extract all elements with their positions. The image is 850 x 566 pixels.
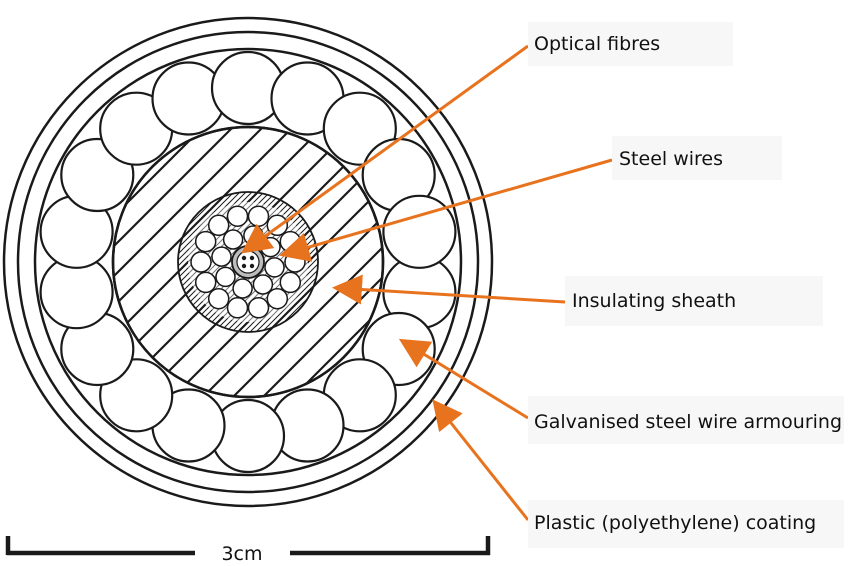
callout-optical-fibres: Optical fibres [528, 22, 733, 66]
callout-armouring: Galvanised steel wire armouring [528, 396, 844, 444]
callout-steel-wires: Steel wires [612, 136, 782, 180]
steel-wire [266, 287, 289, 310]
steel-wire [194, 271, 217, 294]
plastic-coating [2, 16, 494, 508]
arrow-armouring [398, 338, 529, 420]
arrow-coating [432, 399, 530, 521]
steel-wire [207, 214, 230, 237]
steel-wire [252, 274, 274, 295]
optical-fibre [241, 255, 247, 261]
steel-wire [279, 230, 302, 253]
steel-wire [211, 246, 232, 267]
steel-wire [260, 236, 281, 258]
callout-insulating-sheath: Insulating sheath [565, 276, 823, 326]
label-optical-fibres: Optical fibres [534, 33, 660, 55]
optical-fibre [249, 263, 255, 269]
callout-coating: Plastic (polyethylene) coating [528, 500, 844, 548]
steel-wire [247, 297, 270, 319]
steel-wires [190, 205, 306, 319]
label-insulating-sheath: Insulating sheath [572, 290, 736, 312]
galvanised-steel-wire-armouring [39, 50, 457, 474]
steel-wire [226, 205, 249, 227]
steel-wire [222, 229, 244, 250]
steel-wire [247, 205, 270, 227]
scale-bar: 3cm [5, 536, 491, 565]
steel-wire [232, 278, 253, 299]
callout-arrows [241, 44, 613, 521]
armouring-wire [382, 194, 457, 269]
optical-fibre-tube [231, 245, 265, 279]
arrow-steel-wires [279, 158, 613, 262]
steel-wire [215, 266, 236, 288]
label-galvanised-steel-wire-armouring: Galvanised steel wire armouring [534, 411, 842, 433]
steel-wire [264, 257, 285, 278]
steel-wire [226, 297, 249, 319]
steel-wire [190, 251, 212, 273]
arrow-insulating-sheath [332, 274, 566, 305]
label-plastic-coating: Plastic (polyethylene) coating [534, 512, 816, 534]
scale-bar-label: 3cm [221, 543, 262, 565]
steel-wire [207, 287, 230, 310]
steel-wire [243, 225, 264, 246]
steel-wire [284, 251, 306, 273]
label-steel-wires: Steel wires [619, 148, 723, 170]
arrow-optical-fibres [241, 44, 529, 254]
optical-fibre [249, 255, 255, 261]
steel-wire [194, 230, 217, 253]
steel-wire [279, 271, 302, 294]
optical-fibre [241, 263, 247, 269]
